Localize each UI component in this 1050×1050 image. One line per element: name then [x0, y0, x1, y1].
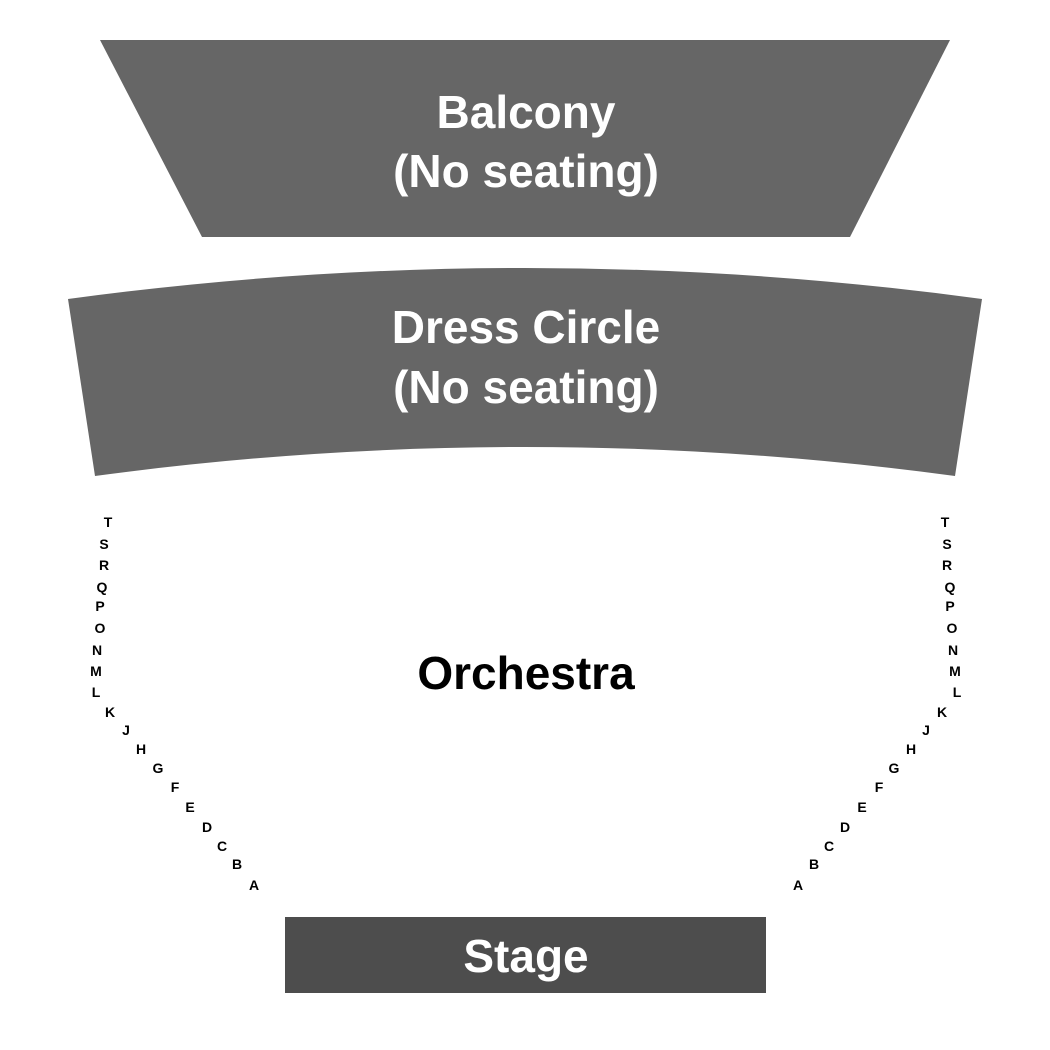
row-label-right-h: H: [906, 741, 916, 757]
row-label-left-a: A: [249, 877, 259, 893]
dress-circle-title: Dress Circle: [392, 301, 661, 353]
row-label-right-d: D: [840, 819, 850, 835]
row-label-left-p: P: [95, 598, 104, 614]
row-label-right-r: R: [942, 557, 952, 573]
row-label-right-n: N: [948, 642, 958, 658]
balcony-shape[interactable]: [100, 40, 950, 237]
orchestra-section[interactable]: Orchestra: [417, 647, 635, 699]
row-label-left-g: G: [153, 760, 164, 776]
row-label-left-m: M: [90, 663, 102, 679]
balcony-title: Balcony: [437, 86, 616, 138]
row-label-right-o: O: [947, 620, 958, 636]
row-label-left-s: S: [99, 536, 108, 552]
stage-shape: [285, 917, 766, 993]
row-label-right-p: P: [945, 598, 954, 614]
row-label-left-d: D: [202, 819, 212, 835]
row-label-right-l: L: [953, 684, 962, 700]
row-label-left-e: E: [185, 799, 194, 815]
row-label-left-r: R: [99, 557, 109, 573]
row-label-left-k: K: [105, 704, 115, 720]
row-label-left-h: H: [136, 741, 146, 757]
row-label-left-b: B: [232, 856, 242, 872]
row-label-left-t: T: [104, 514, 113, 530]
row-label-left-j: J: [122, 722, 130, 738]
row-label-left-q: Q: [97, 579, 108, 595]
balcony-section[interactable]: Balcony (No seating): [100, 40, 950, 237]
row-label-right-a: A: [793, 877, 803, 893]
row-label-right-c: C: [824, 838, 834, 854]
row-label-right-g: G: [889, 760, 900, 776]
row-label-right-b: B: [809, 856, 819, 872]
row-label-left-f: F: [171, 779, 180, 795]
row-label-right-k: K: [937, 704, 947, 720]
orchestra-title[interactable]: Orchestra: [417, 647, 635, 699]
row-label-right-e: E: [857, 799, 866, 815]
dress-circle-section[interactable]: Dress Circle (No seating): [68, 268, 982, 476]
stage-title: Stage: [463, 930, 588, 982]
stage-section: Stage: [285, 917, 766, 993]
row-label-right-t: T: [941, 514, 950, 530]
row-label-right-j: J: [922, 722, 930, 738]
balcony-note: (No seating): [393, 145, 659, 197]
row-label-right-q: Q: [945, 579, 956, 595]
row-label-right-f: F: [875, 779, 884, 795]
dress-circle-note: (No seating): [393, 361, 659, 413]
row-label-right-s: S: [942, 536, 951, 552]
row-label-left-o: O: [95, 620, 106, 636]
dress-circle-shape[interactable]: [68, 268, 982, 476]
row-label-right-m: M: [949, 663, 961, 679]
row-label-left-l: L: [92, 684, 101, 700]
row-label-left-n: N: [92, 642, 102, 658]
row-label-left-c: C: [217, 838, 227, 854]
